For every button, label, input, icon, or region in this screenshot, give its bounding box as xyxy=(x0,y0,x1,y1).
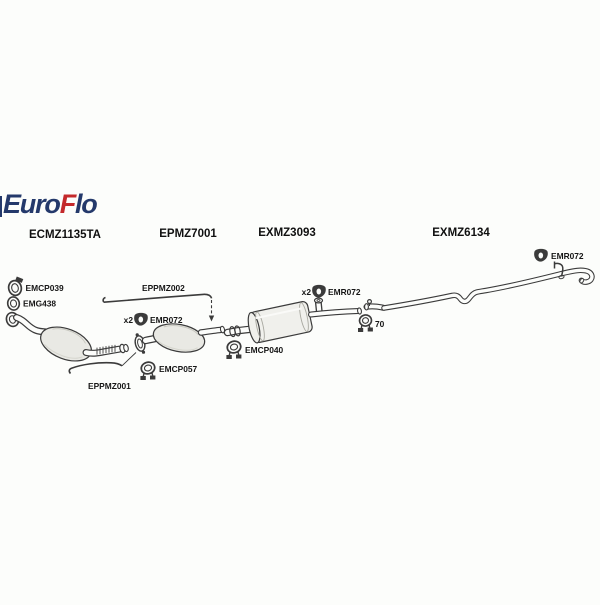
part-number-front-pipe: EPMZ7001 xyxy=(159,228,217,240)
sleeve-bolt xyxy=(367,299,373,305)
front-catalyst-pipe-drawing xyxy=(5,311,129,362)
logo-text-f: F xyxy=(59,189,77,219)
flange-bolt-top xyxy=(135,333,139,337)
label-emr072-front: EMR072 xyxy=(150,315,183,325)
section2-pipe-end xyxy=(219,325,226,334)
rubber-hanger-icon-front xyxy=(134,312,148,326)
label-x2-mid: x2 xyxy=(302,287,312,297)
mid-silencer-body xyxy=(247,301,313,344)
label-emr072-mid: EMR072 xyxy=(328,287,361,297)
clamp-icon-emcp039 xyxy=(7,276,24,297)
catalyst-body-2 xyxy=(152,323,206,353)
tail-hanger-rod xyxy=(553,261,565,280)
part-number-tail-pipe: EXMZ6134 xyxy=(432,227,490,239)
hanger-rod-eppmz001 xyxy=(68,352,137,375)
label-emcp039: EMCP039 xyxy=(26,283,65,293)
flex-corrugations xyxy=(96,344,116,355)
label-emg438: EMG438 xyxy=(23,299,56,309)
label-emcp057: EMCP057 xyxy=(159,364,198,374)
flange-bolt-bottom xyxy=(141,350,146,354)
label-emcp040: EMCP040 xyxy=(245,345,284,355)
exmz3093-drawing xyxy=(223,297,362,344)
label-eppmz001: EPPMZ001 xyxy=(88,381,131,391)
gasket-icon-emg438 xyxy=(6,296,21,311)
part-number-mid-silencer: EXMZ3093 xyxy=(258,227,316,239)
logo-edge-mark xyxy=(0,196,2,217)
sleeve-end xyxy=(364,303,369,311)
inlet-collar-2 xyxy=(234,325,241,337)
flex-end-collar-2 xyxy=(123,343,129,353)
label-x2-front: x2 xyxy=(124,315,134,325)
leader-arrowhead xyxy=(208,315,215,322)
rubber-hanger-icon-mid xyxy=(312,284,326,298)
label-clamp-70: 70 xyxy=(375,319,385,329)
tail-pipe-tip xyxy=(579,278,585,284)
mid-pipe-end xyxy=(357,307,362,315)
part-number-system: ECMZ1135TA xyxy=(29,229,101,241)
logo-text-lo: lo xyxy=(75,189,98,219)
hanger-rod-eppmz002 xyxy=(102,293,215,322)
catalyst-body-1 xyxy=(40,326,92,362)
label-emr072-rear: EMR072 xyxy=(551,251,584,261)
label-eppmz002: EPPMZ002 xyxy=(142,283,185,293)
epmz7001-drawing xyxy=(134,323,226,354)
clamp-icon-emcp040 xyxy=(226,340,242,359)
exmz6134-drawing xyxy=(363,261,595,311)
logo-text-euro: Euro xyxy=(3,189,61,219)
clamp-icon-70 xyxy=(358,314,373,332)
pipe-bracket xyxy=(313,297,324,312)
clamp-icon-emcp057 xyxy=(140,361,156,380)
rubber-hanger-icon-rear xyxy=(534,248,548,262)
euroflo-logo: EuroFlo xyxy=(3,189,98,220)
